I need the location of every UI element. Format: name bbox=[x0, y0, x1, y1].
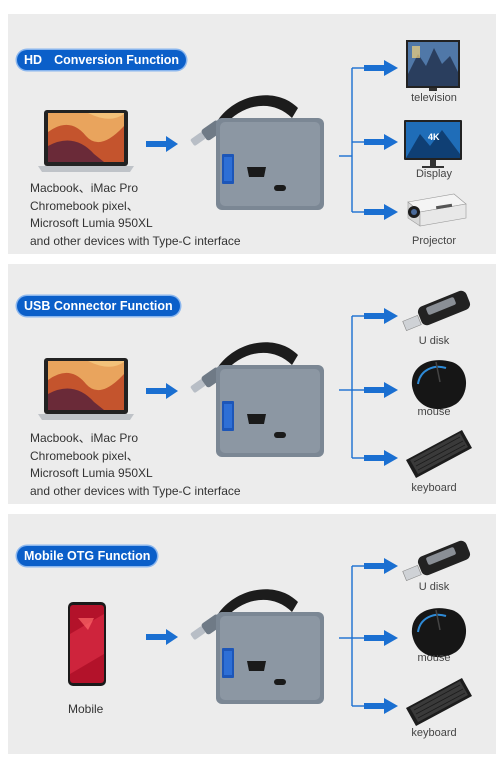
mouse-icon bbox=[411, 608, 467, 658]
device-list: Macbook、iMac Pro Chromebook pixel、 Micro… bbox=[30, 430, 241, 500]
monitor-icon: 4K bbox=[404, 120, 462, 168]
label-keyboard: keyboard bbox=[411, 727, 457, 739]
label-projector: Projector bbox=[411, 235, 457, 247]
keyboard-icon bbox=[406, 678, 472, 726]
branch-connector bbox=[339, 315, 364, 459]
label-mouse: mouse bbox=[417, 406, 451, 418]
label-keyboard: keyboard bbox=[411, 482, 457, 494]
projector-icon bbox=[407, 193, 467, 227]
label-display: Display bbox=[415, 168, 453, 180]
device-line: Chromebook pixel、 bbox=[30, 198, 139, 213]
mobile-otg-badge: Mobile OTG Function bbox=[17, 546, 158, 566]
usb-connector-panel: USB Connector Function bbox=[8, 264, 496, 504]
device-line: and other devices with Type-C interface bbox=[30, 233, 241, 248]
device-line: Chromebook pixel、 bbox=[30, 448, 139, 463]
device-list: Mobile bbox=[68, 701, 103, 719]
label-u-disk: U disk bbox=[418, 581, 450, 593]
type-c-adapter-icon bbox=[190, 589, 324, 704]
arrow-to-projector bbox=[364, 204, 398, 220]
keyboard-icon bbox=[406, 430, 472, 478]
mobile-otg-panel: Mobile OTG Function bbox=[8, 514, 496, 754]
label-u-disk: U disk bbox=[418, 335, 450, 347]
device-line: Mobile bbox=[68, 702, 104, 716]
type-c-adapter-icon bbox=[190, 342, 324, 457]
monitor-4k-badge: 4K bbox=[428, 132, 440, 142]
arrow-to-keyboard bbox=[364, 698, 398, 714]
device-line: Macbook、iMac Pro bbox=[30, 431, 139, 445]
laptop-icon bbox=[38, 358, 134, 420]
usb-connector-badge: USB Connector Function bbox=[17, 296, 180, 316]
otg-connection-diagram bbox=[68, 540, 472, 726]
branch-connector bbox=[339, 67, 364, 213]
device-line: Microsoft Lumia 950XL bbox=[30, 216, 153, 230]
device-line: Macbook、iMac Pro bbox=[30, 181, 139, 195]
badge-lead-text: HD bbox=[24, 53, 43, 67]
arrow-to-u-disk bbox=[364, 308, 398, 324]
arrow-to-display bbox=[364, 134, 398, 150]
arrow-to-television bbox=[364, 60, 398, 76]
type-c-adapter-icon bbox=[190, 95, 324, 210]
arrow-to-u-disk bbox=[364, 558, 398, 574]
input-arrow-icon bbox=[146, 136, 178, 152]
mouse-icon bbox=[411, 360, 467, 410]
device-list: Macbook、iMac Pro Chromebook pixel、 Micro… bbox=[30, 180, 241, 250]
usb-connection-diagram bbox=[38, 290, 472, 478]
television-icon bbox=[406, 40, 460, 91]
input-arrow-icon bbox=[146, 383, 178, 399]
badge-rest-text: Conversion Function bbox=[54, 53, 180, 67]
usb-drive-icon bbox=[402, 540, 471, 582]
branch-connector bbox=[339, 565, 364, 707]
label-mouse: mouse bbox=[417, 652, 451, 664]
hd-connection-diagram: 4K bbox=[38, 40, 467, 227]
arrow-to-mouse bbox=[364, 382, 398, 398]
arrow-to-mouse bbox=[364, 630, 398, 646]
input-arrow-icon bbox=[146, 629, 178, 645]
smartphone-icon bbox=[68, 602, 106, 686]
device-line: Microsoft Lumia 950XL bbox=[30, 466, 153, 480]
hd-conversion-panel: HD Conversion Function bbox=[8, 14, 496, 254]
device-line: and other devices with Type-C interface bbox=[30, 483, 241, 498]
usb-drive-icon bbox=[402, 290, 471, 332]
hd-conversion-badge: HD Conversion Function bbox=[17, 50, 187, 70]
label-television: television bbox=[411, 92, 457, 104]
arrow-to-keyboard bbox=[364, 450, 398, 466]
laptop-icon bbox=[38, 110, 134, 172]
